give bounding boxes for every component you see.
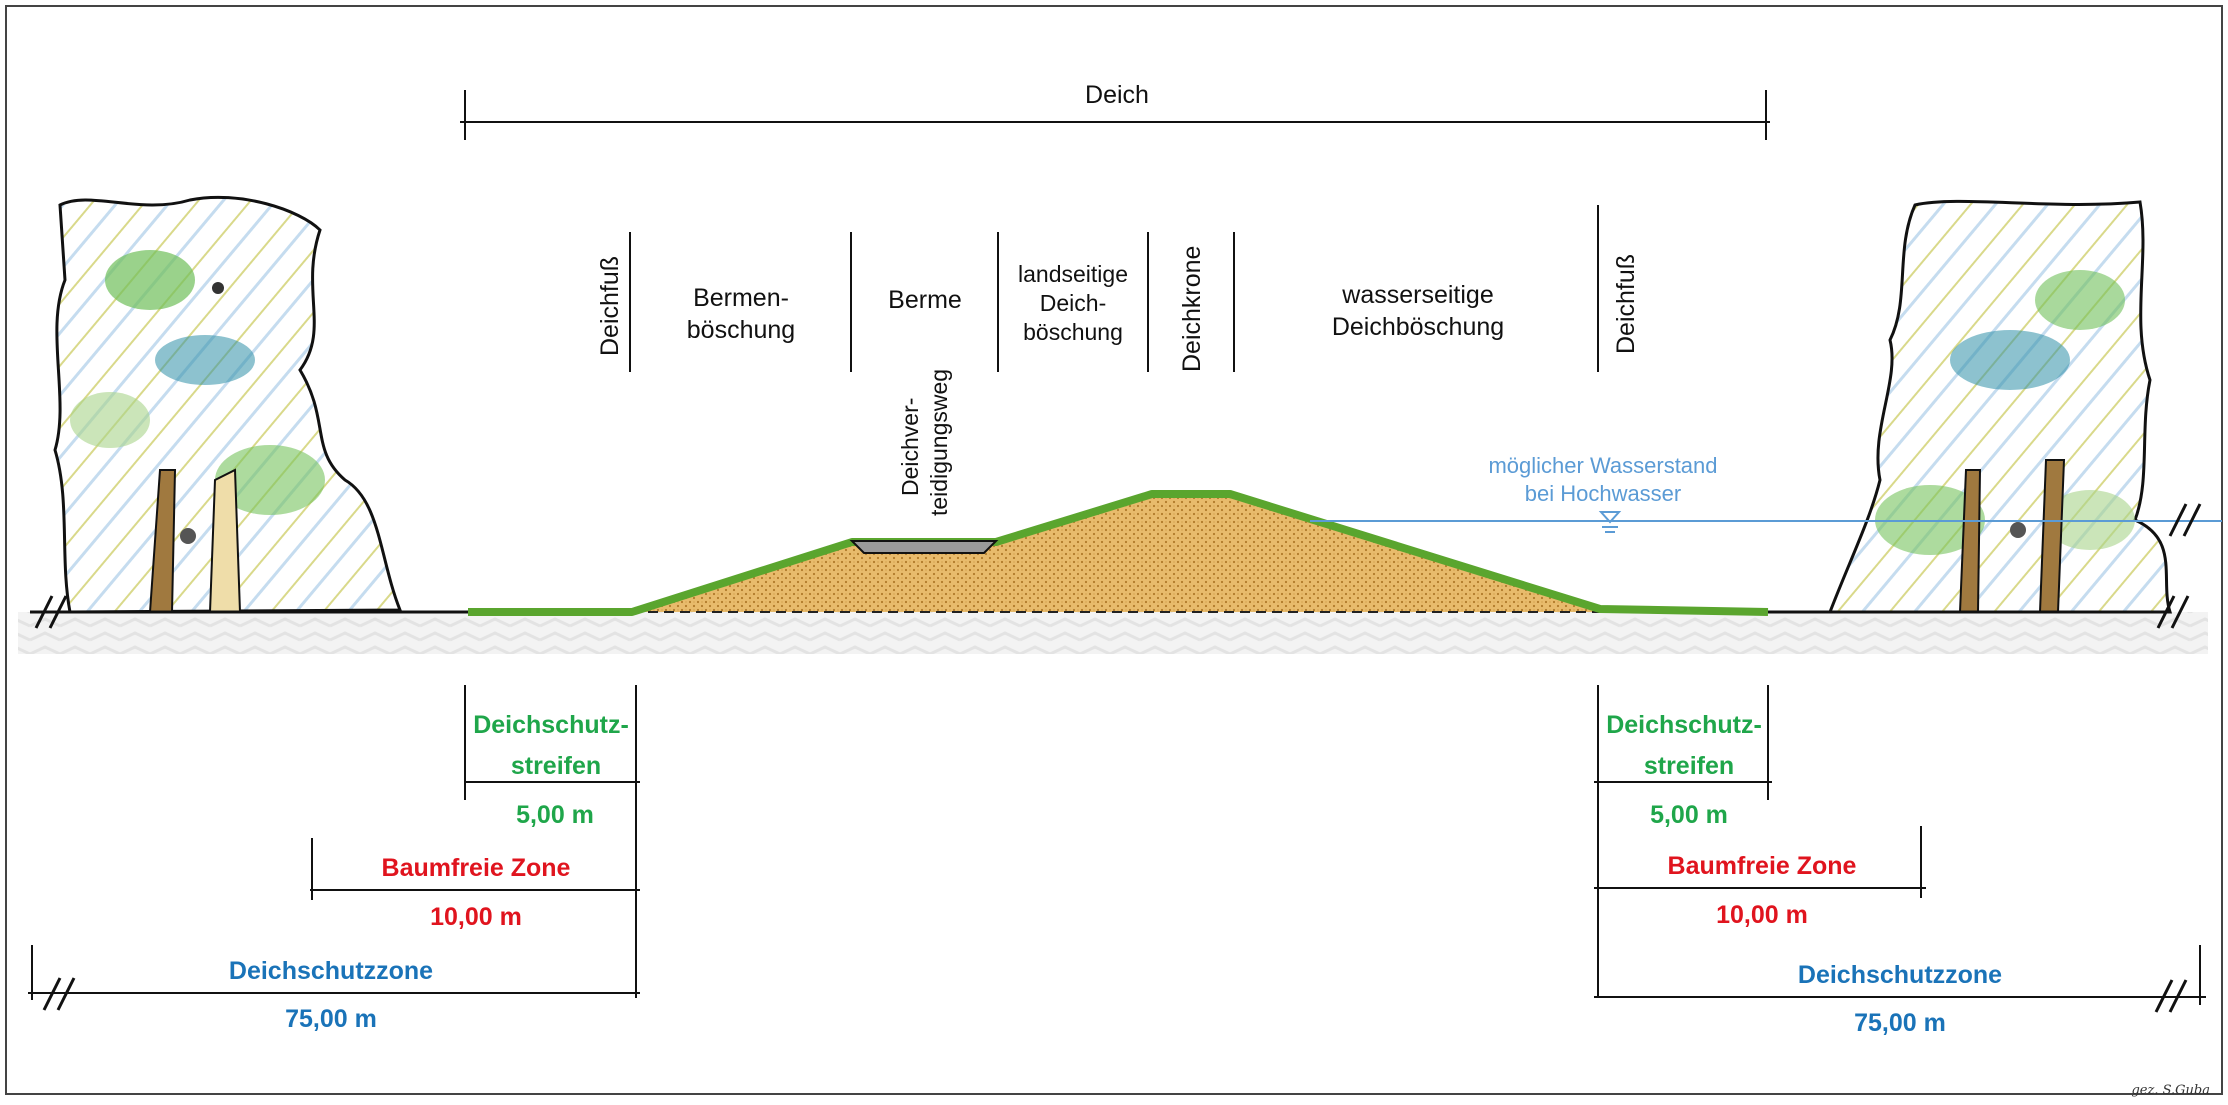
section-dividers bbox=[629, 205, 1599, 372]
label-road-line2: teidigungsweg bbox=[926, 369, 952, 516]
ground-band bbox=[18, 612, 2208, 654]
dike-body bbox=[632, 494, 1600, 612]
deich-title: Deich bbox=[1085, 81, 1149, 109]
right-schutzzone-label: Deichschutzzone bbox=[1798, 961, 2002, 989]
label-landseitig-line2: Deich- bbox=[1040, 290, 1106, 316]
label-bermen-line1: Bermen- bbox=[693, 284, 789, 312]
label-landseitig-line3: böschung bbox=[1023, 319, 1123, 345]
label-wasserseitig-line2: Deichböschung bbox=[1332, 313, 1504, 341]
left-zone-dimensions: Deichschutz- streifen 5,00 m Baumfreie Z… bbox=[28, 685, 640, 1033]
label-deichfuss-right: Deichfuß bbox=[1612, 254, 1640, 354]
dike-grass-surface bbox=[468, 490, 1769, 616]
left-schutzzone-label: Deichschutzzone bbox=[229, 957, 433, 985]
right-baumfrei-value: 10,00 m bbox=[1716, 901, 1808, 929]
label-deichfuss-left: Deichfuß bbox=[596, 256, 624, 356]
dike-road bbox=[849, 540, 999, 554]
label-road-line1: Deichver- bbox=[897, 398, 923, 496]
deich-dimension: Deich bbox=[460, 81, 1770, 140]
left-schutzstreifen-line1: Deichschutz- bbox=[473, 711, 629, 739]
label-deichkrone: Deichkrone bbox=[1178, 246, 1206, 372]
break-mark-ground-right bbox=[2156, 595, 2190, 629]
signature: gez. S.Guba bbox=[2131, 1083, 2210, 1098]
label-wasserseitig-line1: wasserseitige bbox=[1341, 281, 1493, 309]
trees-right-illustration bbox=[1827, 199, 2173, 614]
left-schutzstreifen-value: 5,00 m bbox=[516, 801, 594, 829]
right-schutzzone-value: 75,00 m bbox=[1854, 1009, 1946, 1037]
label-landseitig-line1: landseitige bbox=[1018, 261, 1128, 287]
water-level-line2: bei Hochwasser bbox=[1525, 481, 1682, 506]
water-level-line1: möglicher Wasserstand bbox=[1488, 453, 1717, 478]
right-baumfrei-label: Baumfreie Zone bbox=[1668, 852, 1857, 880]
water-level-marker: möglicher Wasserstand bei Hochwasser bbox=[1310, 453, 2222, 533]
right-schutzstreifen-line1: Deichschutz- bbox=[1606, 711, 1762, 739]
right-schutzstreifen-value: 5,00 m bbox=[1650, 801, 1728, 829]
right-schutzstreifen-line2: streifen bbox=[1644, 752, 1734, 780]
break-mark-ground-left bbox=[34, 595, 68, 629]
label-bermen-line2: böschung bbox=[687, 316, 795, 344]
left-baumfrei-value: 10,00 m bbox=[430, 903, 522, 931]
left-schutzstreifen-line2: streifen bbox=[511, 752, 601, 780]
break-mark-water-right bbox=[2168, 503, 2202, 537]
right-zone-dimensions: Deichschutz- streifen 5,00 m Baumfreie Z… bbox=[1594, 685, 2206, 1037]
frame-border bbox=[5, 5, 2223, 1095]
label-berme: Berme bbox=[888, 286, 962, 314]
trees-left-illustration bbox=[53, 195, 403, 614]
left-baumfrei-label: Baumfreie Zone bbox=[382, 854, 571, 882]
left-schutzzone-value: 75,00 m bbox=[285, 1005, 377, 1033]
